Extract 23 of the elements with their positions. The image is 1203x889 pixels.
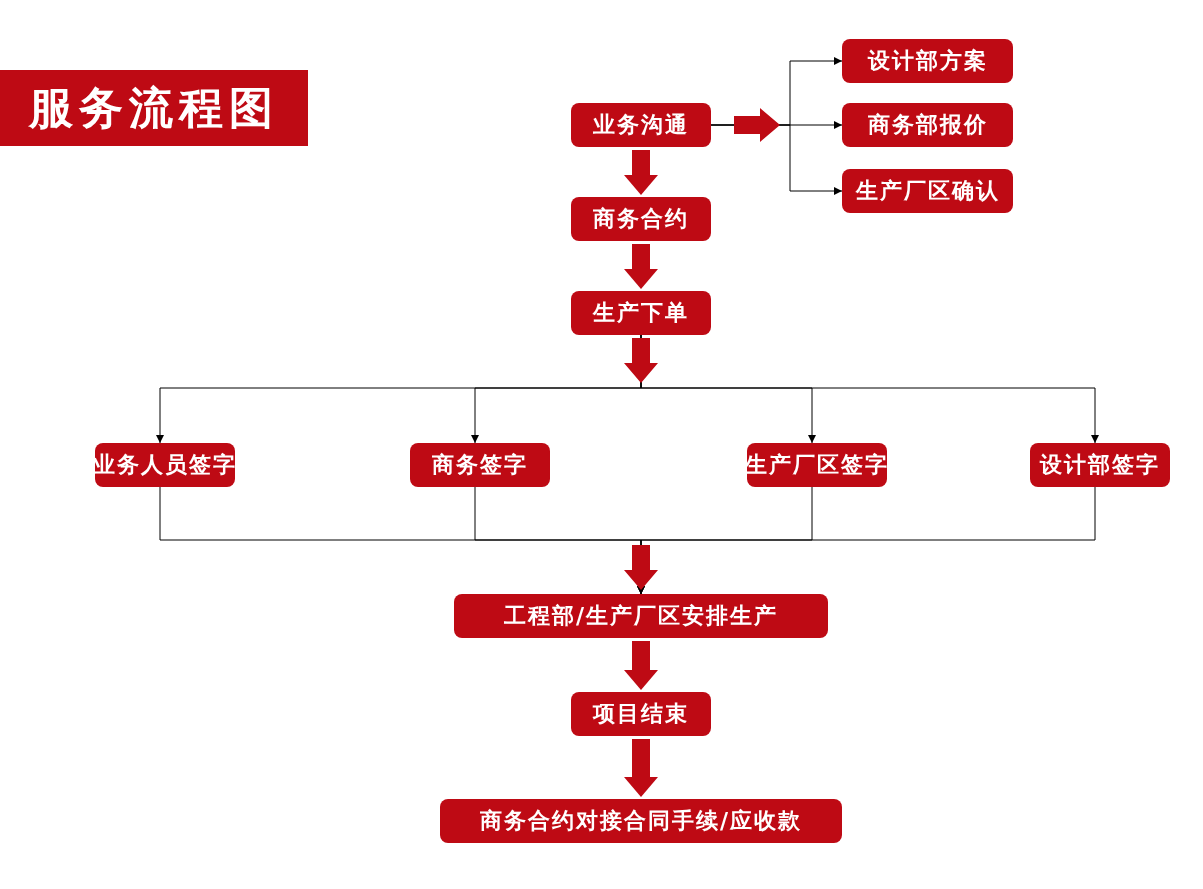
process-box: 项目结束 [571, 692, 711, 736]
process-box: 商务合约 [571, 197, 711, 241]
process-box: 设计部方案 [842, 39, 1013, 83]
process-box: 生产下单 [571, 291, 711, 335]
process-box: 设计部签字 [1030, 443, 1170, 487]
block-arrow [624, 150, 658, 195]
process-box: 工程部/生产厂区安排生产 [454, 594, 828, 638]
process-box: 业务沟通 [571, 103, 711, 147]
block-arrow [624, 545, 658, 590]
process-box: 生产厂区签字 [747, 443, 887, 487]
block-arrow [624, 244, 658, 289]
process-box: 商务签字 [410, 443, 550, 487]
process-box: 商务合约对接合同手续/应收款 [440, 799, 842, 843]
block-arrow [624, 338, 658, 383]
bracket-line [640, 334, 1099, 444]
block-arrow [734, 108, 780, 142]
title-banner: 服务流程图 [0, 70, 308, 146]
block-arrow [624, 739, 658, 797]
process-box: 业务人员签字 [95, 443, 235, 487]
process-box: 商务部报价 [842, 103, 1013, 147]
block-arrow [624, 641, 658, 690]
bracket-line [637, 486, 1096, 595]
process-box: 生产厂区确认 [842, 169, 1013, 213]
